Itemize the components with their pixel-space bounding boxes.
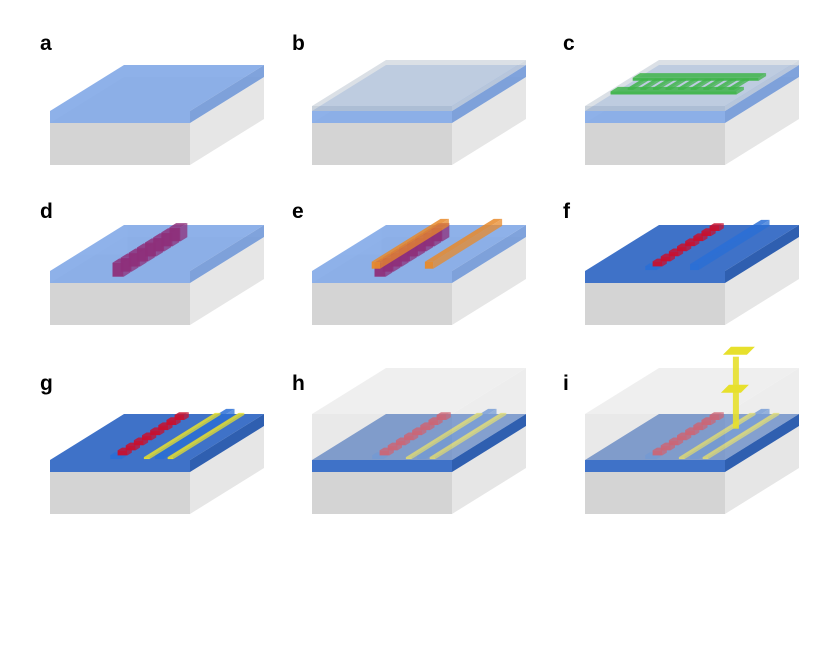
panel-c: c <box>563 32 799 165</box>
yellow-lines <box>143 412 245 460</box>
yellow-line <box>143 412 221 460</box>
red-chevrons <box>645 223 724 271</box>
green-finger <box>703 78 724 90</box>
green-finger <box>652 78 674 90</box>
panel-label-c: c <box>563 32 575 55</box>
yellow-via-pads <box>720 346 755 429</box>
purple-block <box>169 223 188 242</box>
yellow-lines <box>405 412 507 460</box>
red-chevron <box>412 427 427 436</box>
panel-i: i <box>563 346 799 514</box>
blue-film <box>50 65 264 123</box>
clear-cladding <box>312 368 526 460</box>
panel-d: d <box>40 200 264 325</box>
green-finger <box>678 78 699 90</box>
panel-label-f: f <box>563 200 571 223</box>
orange-bars <box>371 218 503 269</box>
orange-bar <box>424 218 503 269</box>
panel-f: f <box>563 200 799 325</box>
green-finger <box>665 78 686 90</box>
panel-b: b <box>292 32 526 165</box>
clear-cladding <box>585 368 799 460</box>
panel-label-d: d <box>40 200 53 223</box>
green-finger <box>690 78 712 90</box>
red-chevron <box>436 412 451 420</box>
red-chevrons <box>372 412 451 460</box>
panel-a: a <box>40 32 264 165</box>
panel-label-g: g <box>40 372 53 395</box>
panel-label-h: h <box>292 372 305 395</box>
blue-ridge <box>690 219 770 271</box>
yellow-line <box>167 412 245 460</box>
yellow-line <box>702 412 780 460</box>
panel-label-a: a <box>40 32 52 55</box>
red-chevrons <box>110 412 189 460</box>
green-pattern <box>610 73 767 95</box>
panel-h: h <box>292 368 526 514</box>
panel-e: e <box>292 200 526 325</box>
yellow-line <box>405 412 483 460</box>
orange-bar <box>371 218 449 269</box>
green-finger <box>627 78 649 90</box>
green-finger <box>728 78 749 90</box>
yellow-line <box>429 412 507 460</box>
clear-film <box>312 60 526 111</box>
red-chevrons <box>645 412 724 460</box>
panel-label-e: e <box>292 200 304 223</box>
red-chevron <box>709 223 724 231</box>
red-chevron <box>174 412 189 420</box>
red-chevron <box>709 412 724 420</box>
panel-label-i: i <box>563 372 569 395</box>
panel-g: g <box>40 372 264 514</box>
panel-label-b: b <box>292 32 305 55</box>
purple-blocks <box>112 223 188 277</box>
green-finger <box>640 78 661 90</box>
green-finger <box>715 78 737 90</box>
